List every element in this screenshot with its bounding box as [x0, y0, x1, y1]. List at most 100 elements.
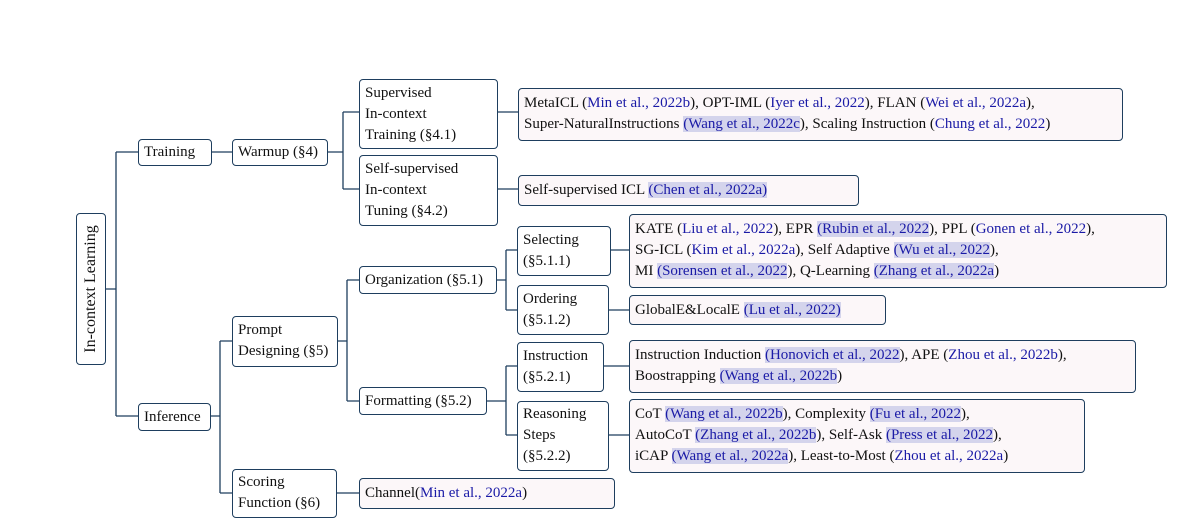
- leaf-text: ): [1003, 448, 1009, 464]
- prompt-designing-node: Prompt Designing (§5): [232, 316, 338, 367]
- prompt-designing-line-1: Prompt: [238, 322, 283, 338]
- ordering-methods-leaf: GlobalE&LocalE (Lu et al., 2022): [629, 295, 886, 325]
- prompt-designing-line-2: Designing (§5): [238, 343, 329, 359]
- leaf-line: Super-NaturalInstructions (Wang et al., …: [524, 114, 1117, 135]
- leaf-line: CoT (Wang et al., 2022b), Complexity (Fu…: [635, 404, 1079, 425]
- leaf-text: ),: [990, 242, 999, 258]
- leaf-text: ),: [993, 427, 1002, 443]
- training-label: Training: [144, 144, 196, 160]
- selecting-line-2: (§5.1.1): [523, 253, 571, 269]
- channel-close-paren: ): [522, 485, 528, 501]
- ordering-node: Ordering (§5.1.2): [517, 285, 609, 335]
- leaf-text: CoT: [635, 406, 666, 422]
- citation: Kim et al., 2022a: [691, 242, 796, 258]
- selecting-node: Selecting (§5.1.1): [517, 226, 611, 276]
- channel-open-paren: (: [415, 485, 420, 501]
- leaf-text: ),: [961, 406, 970, 422]
- leaf-text: ), OPT-IML (: [690, 95, 771, 111]
- leaf-text: AutoCoT: [635, 427, 696, 443]
- leaf-line: KATE (Liu et al., 2022), EPR (Rubin et a…: [635, 219, 1161, 240]
- leaf-text: ),: [1026, 95, 1035, 111]
- leaf-text: ), Scaling Instruction (: [799, 116, 935, 132]
- citation: (Fu et al., 2022: [869, 406, 961, 422]
- channel-citation: Min et al., 2022a: [420, 485, 523, 501]
- reasoning-line-3: (§5.2.2): [523, 448, 571, 464]
- leaf-text: ), Least-to-Most (: [788, 448, 895, 464]
- scoring-function-line-1: Scoring: [238, 474, 285, 490]
- self-supervised-line-2: In-context: [365, 182, 427, 198]
- leaf-text: ), EPR: [773, 221, 818, 237]
- citation: Wei et al., 2022a: [925, 95, 1027, 111]
- leaf-text: Instruction Induction: [635, 347, 765, 363]
- organization-node: Organization (§5.1): [359, 266, 497, 294]
- reasoning-line-1: Reasoning: [523, 406, 587, 422]
- self-supervised-methods-leaf: Self-supervised ICL (Chen et al., 2022a): [518, 175, 859, 206]
- ordering-line-1: Ordering: [523, 291, 578, 307]
- leaf-line: AutoCoT (Zhang et al., 2022b), Self-Ask …: [635, 425, 1079, 446]
- reasoning-methods-leaf: CoT (Wang et al., 2022b), Complexity (Fu…: [629, 399, 1085, 473]
- channel-node: Channel (Min et al., 2022a): [359, 478, 615, 509]
- leaf-text: Super-NaturalInstructions: [524, 116, 684, 132]
- citation: (Honovich et al., 2022: [764, 347, 900, 363]
- leaf-text: MetaICL (: [524, 95, 588, 111]
- citation: (Rubin et al., 2022: [817, 221, 930, 237]
- leaf-text: ), Self Adaptive: [795, 242, 894, 258]
- citation: (Wang et al., 2022c: [683, 116, 800, 132]
- formatting-label: Formatting (§5.2): [365, 392, 472, 409]
- leaf-text: ), PPL (: [929, 221, 976, 237]
- citation: Iyer et al., 2022: [770, 95, 865, 111]
- leaf-line: MetaICL (Min et al., 2022b), OPT-IML (Iy…: [524, 93, 1117, 114]
- supervised-line-2: In-context: [365, 106, 427, 122]
- leaf-text: ),: [1057, 347, 1067, 363]
- citation: (Zhang et al., 2022b: [695, 427, 817, 443]
- leaf-text: ): [994, 263, 1000, 279]
- organization-label: Organization (§5.1): [365, 271, 484, 288]
- reasoning-node: Reasoning Steps (§5.2.2): [517, 401, 609, 471]
- supervised-methods-leaf: MetaICL (Min et al., 2022b), OPT-IML (Iy…: [518, 88, 1123, 141]
- citation: Liu et al., 2022: [682, 221, 774, 237]
- citation: (Press et al., 2022: [885, 427, 994, 443]
- instruction-methods-leaf: Instruction Induction (Honovich et al., …: [629, 340, 1136, 393]
- leaf-text: SG-ICL (: [635, 242, 692, 258]
- leaf-text: ),: [1086, 221, 1095, 237]
- leaf-text: ), Complexity: [782, 406, 870, 422]
- leaf-text: ), Self-Ask: [816, 427, 886, 443]
- scoring-function-node: Scoring Function (§6): [232, 469, 337, 518]
- instruction-line-2: (§5.2.1): [523, 369, 571, 385]
- inference-label: Inference: [144, 408, 201, 425]
- leaf-line: iCAP (Wang et al., 2022a), Least-to-Most…: [635, 446, 1079, 467]
- citation: (Lu et al., 2022): [743, 301, 841, 318]
- instruction-line-1: Instruction: [523, 348, 588, 364]
- leaf-text: MI: [635, 263, 658, 279]
- citation: (Zhang et al., 2022a: [873, 263, 995, 279]
- ordering-line-2: (§5.1.2): [523, 312, 571, 328]
- citation: (Wang et al., 2022b: [665, 406, 783, 422]
- leaf-text: GlobalE&LocalE: [635, 301, 744, 318]
- citation: (Wang et al., 2022b: [719, 368, 838, 384]
- leaf-line: SG-ICL (Kim et al., 2022a), Self Adaptiv…: [635, 240, 1161, 261]
- leaf-text: ), Q-Learning: [787, 263, 874, 279]
- reasoning-line-2: Steps: [523, 427, 556, 443]
- warmup-label: Warmup (§4): [238, 144, 319, 160]
- training-node: Training: [138, 139, 212, 166]
- leaf-text: KATE (: [635, 221, 683, 237]
- leaf-text: ): [1045, 116, 1051, 132]
- instruction-node: Instruction (§5.2.1): [517, 342, 604, 392]
- citation: Gonen et al., 2022: [975, 221, 1087, 237]
- self-supervised-line-1: Self-supervised: [365, 161, 459, 177]
- citation: (Chen et al., 2022a): [648, 182, 768, 198]
- leaf-line: GlobalE&LocalE (Lu et al., 2022): [635, 300, 841, 321]
- self-supervised-node: Self-supervised In-context Tuning (§4.2): [359, 155, 498, 226]
- leaf-line: Self-supervised ICL (Chen et al., 2022a): [524, 180, 768, 201]
- selecting-line-1: Selecting: [523, 232, 579, 248]
- leaf-text: ): [837, 368, 843, 384]
- channel-text: Channel: [365, 485, 415, 501]
- citation: Zhou et al., 2022b: [948, 347, 1058, 363]
- citation: Zhou et al., 2022a: [894, 448, 1004, 464]
- supervised-line-3: Training (§4.1): [365, 127, 457, 143]
- leaf-text: iCAP: [635, 448, 672, 464]
- citation: (Wang et al., 2022a: [671, 448, 789, 464]
- selecting-methods-leaf: KATE (Liu et al., 2022), EPR (Rubin et a…: [629, 214, 1167, 288]
- leaf-line: Boostrapping (Wang et al., 2022b): [635, 366, 1130, 387]
